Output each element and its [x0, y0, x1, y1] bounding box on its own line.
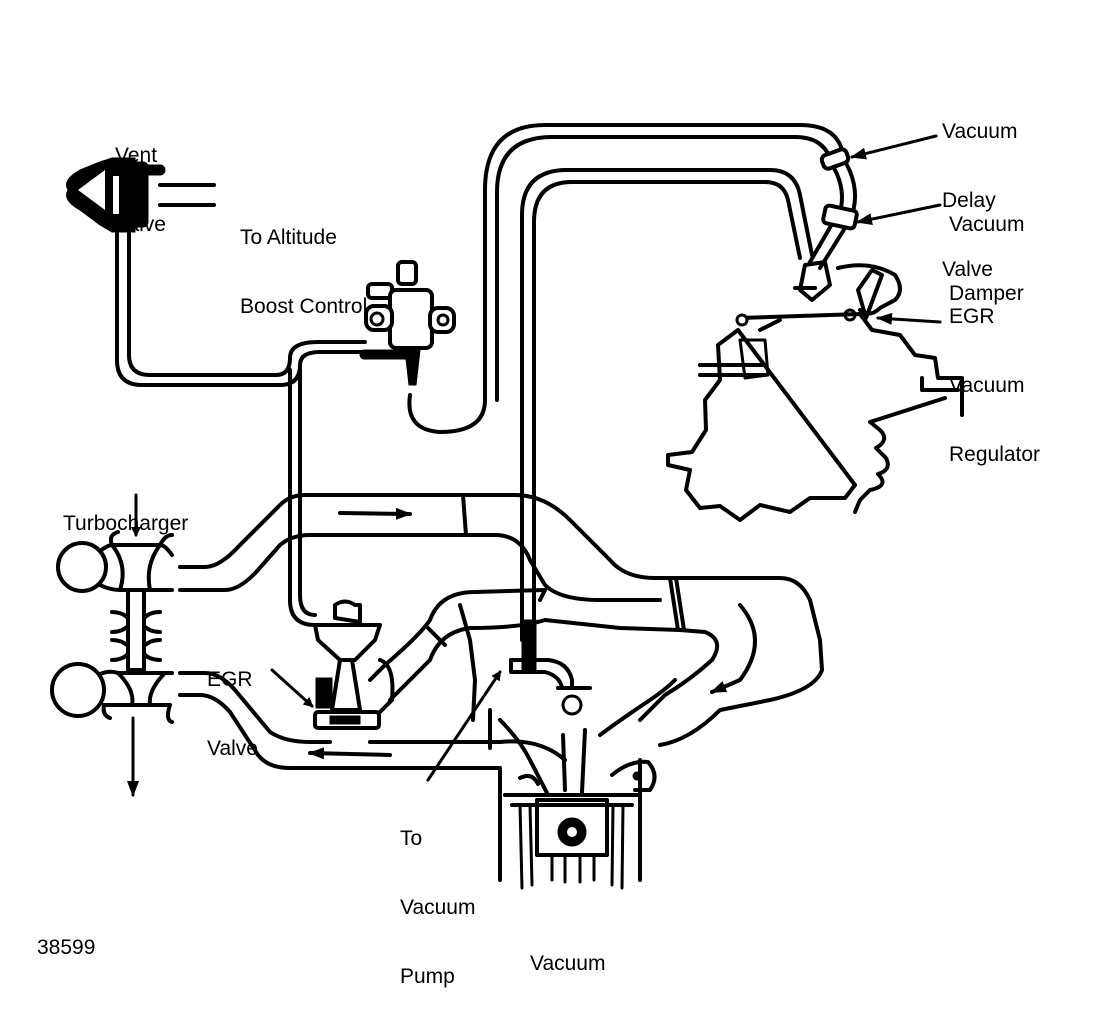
vacuum-delay-valve-icon: [819, 147, 851, 171]
label-line: To: [400, 827, 423, 850]
label-line: Vacuum: [942, 120, 1018, 143]
label-line: Valve: [207, 737, 258, 760]
label-line: Turbocharger: [63, 512, 189, 535]
to-vacuum-pump-label: To Vacuum Pump: [400, 781, 475, 1011]
solenoid-valve-icon: [359, 260, 456, 386]
turbocharger-label: Turbocharger: [63, 466, 188, 558]
label-line: To Altitude: [240, 226, 337, 249]
vacuum-damper-icon: [821, 203, 859, 231]
label-line: Pump: [400, 965, 455, 988]
label-line: EGR: [207, 668, 253, 691]
egr-vacuum-regulator-icon: [793, 260, 902, 322]
vent-valve-label: Vent Valve: [115, 98, 166, 259]
flow-arrows: [127, 493, 757, 797]
label-line: Damper: [949, 282, 1024, 305]
vent-valve-icon: [66, 157, 166, 233]
label-line: Delay: [942, 189, 996, 212]
label-line: EGR: [949, 305, 995, 328]
label-line: Vacuum: [949, 213, 1025, 236]
label-line: Vacuum: [400, 896, 476, 919]
label-line: Boost Control: [240, 295, 368, 318]
altitude-boost-control-label: To Altitude Boost Control: [240, 180, 367, 341]
engine-cylinder-icon: [458, 603, 677, 890]
label-line: Valve: [115, 213, 166, 236]
intake-flow-arrow: [338, 507, 412, 520]
figure-id-number: 38599: [37, 936, 96, 959]
exhaust-flow-arrow: [308, 747, 392, 760]
egr-vacuum-regulator-label: EGR Vacuum Regulator: [949, 259, 1040, 489]
label-line: Vent: [115, 144, 158, 167]
intake-duct-icon: [178, 493, 824, 747]
label-line: Regulator: [949, 443, 1041, 466]
leader-lines: [270, 134, 942, 782]
manifold-flow-arrow: [710, 603, 757, 694]
label-line: Valve: [942, 258, 993, 281]
egr-valve-icon: [313, 599, 395, 730]
vacuum-damper-label: Vacuum Damper: [949, 167, 1024, 328]
vacuum-pump-port-icon: [509, 619, 592, 716]
vacuum-hoses: [115, 123, 858, 642]
vacuum-delay-valve-label: Vacuum Delay Valve: [942, 74, 1017, 304]
turbocharger-icon: [50, 530, 174, 724]
injection-pump-icon: [666, 312, 964, 522]
vacuum-label: Vacuum: [530, 906, 605, 998]
egr-valve-label: EGR Valve: [207, 622, 258, 783]
label-line: Vacuum: [949, 374, 1025, 397]
exhaust-duct-icon: [178, 671, 567, 770]
label-line: Vacuum: [530, 952, 606, 975]
